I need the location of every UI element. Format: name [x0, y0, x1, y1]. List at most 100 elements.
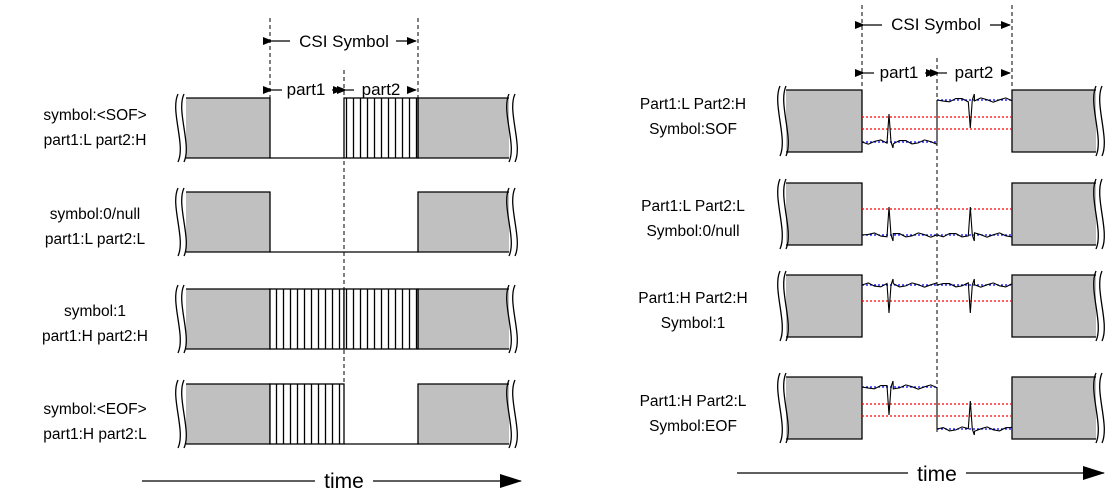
- left-row4-block-after: [417, 383, 513, 445]
- left-row2-parts-label: part1:L part2:L: [45, 231, 146, 248]
- right-row2-break-left-a: [777, 178, 783, 250]
- right-row4-break-mask-l: [776, 375, 786, 441]
- left-row2-break-left-b: [181, 187, 187, 257]
- right-row4-block-before: [780, 376, 863, 440]
- right-row1-part1-signal: [861, 113, 938, 149]
- left-panel: CSI Symbol part1 part2 symbol:<SOF> part…: [42, 18, 522, 491]
- right-row3-break-mask-l: [776, 273, 786, 339]
- left-row4-break-left-a: [175, 379, 181, 449]
- right-row1-block-after: [1011, 89, 1100, 153]
- left-row3-block-before: [178, 288, 271, 350]
- left-row3-part1-high: [269, 288, 345, 350]
- right-row3-break-mask-r: [1096, 273, 1106, 339]
- left-row1-break-right-a: [506, 93, 512, 163]
- left-time-label: time: [324, 470, 364, 491]
- left-row2-symbol-label: symbol:0/null: [50, 206, 140, 223]
- right-row1-break-left-b: [783, 85, 789, 157]
- left-row2-break-right-b: [512, 187, 518, 257]
- left-row3-break-left-a: [175, 284, 181, 354]
- left-row4-break-left-b: [181, 379, 187, 449]
- left-row1-break-left-a: [175, 93, 181, 163]
- right-row2-break-left-b: [783, 178, 789, 250]
- right-row3-part1-signal: [861, 278, 938, 314]
- left-row3-part2-high: [343, 288, 419, 350]
- right-panel: CSI Symbol part1 part2 Part1:L Part2:H S…: [638, 5, 1106, 486]
- right-row2-symbol-label: Symbol:0/null: [646, 223, 739, 240]
- left-row3-break-right-b: [512, 284, 518, 354]
- left-row3-break-mask-r: [509, 287, 519, 351]
- right-row1-break-mask-r: [1096, 88, 1106, 154]
- right-row4-symbol-label: Symbol:EOF: [649, 418, 737, 435]
- left-row1-block-after: [417, 97, 513, 159]
- left-csi-symbol-label: CSI Symbol: [299, 32, 389, 51]
- right-row2-parts-label: Part1:L Part2:L: [641, 198, 745, 215]
- right-row1-break-left-a: [777, 85, 783, 157]
- left-row4-block-before: [178, 383, 271, 445]
- left-row4-break-mask-l: [176, 382, 186, 446]
- right-row1-symbol-label: Symbol:SOF: [649, 121, 737, 138]
- left-row3-symbol-label: symbol:1: [64, 303, 126, 320]
- left-part1-label: part1: [287, 80, 326, 99]
- left-row2-break-right-a: [506, 187, 512, 257]
- right-row4-break-mask-r: [1096, 375, 1106, 441]
- left-row4-parts-label: part1:H part2:L: [43, 426, 147, 443]
- left-row1-break-left-b: [181, 93, 187, 163]
- left-row2-break-mask-l: [176, 190, 186, 254]
- left-row1-symbol-label: symbol:<SOF>: [43, 107, 146, 124]
- left-part2-label: part2: [362, 80, 401, 99]
- left-row2-block-before: [178, 191, 271, 253]
- left-row4-break-right-b: [512, 379, 518, 449]
- left-row1-break-mask-r: [509, 96, 519, 160]
- right-csi-symbol-label: CSI Symbol: [891, 15, 981, 34]
- left-row3-break-left-b: [181, 284, 187, 354]
- right-row4-part1-signal: [861, 380, 938, 416]
- right-row4-part2-signal: [936, 400, 1013, 436]
- left-row4-symbol-label: symbol:<EOF>: [43, 401, 146, 418]
- right-row3-parts-label: Part1:H Part2:H: [638, 290, 747, 307]
- right-row2-block-before: [780, 182, 863, 246]
- left-row1-block-before: [178, 97, 271, 159]
- left-row2-break-mask-r: [509, 190, 519, 254]
- right-row4-parts-label: Part1:H Part2:L: [640, 393, 747, 410]
- left-row4-break-mask-r: [509, 382, 519, 446]
- right-part2-label: part2: [955, 63, 994, 82]
- right-row3-symbol-label: Symbol:1: [661, 315, 726, 332]
- right-time-label: time: [917, 463, 957, 486]
- right-row3-part2-signal: [936, 278, 1013, 314]
- left-row2-break-left-a: [175, 187, 181, 257]
- right-timing-structure: [776, 5, 1106, 444]
- right-row1-parts-label: Part1:L Part2:H: [640, 96, 746, 113]
- left-row4-break-right-a: [506, 379, 512, 449]
- right-row4-break-right-a: [1093, 372, 1099, 444]
- left-row3-block-after: [417, 288, 513, 350]
- right-row1-part2-signal: [936, 93, 1013, 129]
- left-row2-block-after: [417, 191, 513, 253]
- left-row4-part1-high: [269, 383, 345, 445]
- right-row3-block-before: [780, 274, 863, 338]
- right-row1-break-mask-l: [776, 88, 786, 154]
- right-row1-break-right-b: [1099, 85, 1105, 157]
- right-row3-block-after: [1011, 274, 1100, 338]
- right-row3-break-right-a: [1093, 270, 1099, 342]
- left-row1-break-right-b: [512, 93, 518, 163]
- right-row4-break-right-b: [1099, 372, 1105, 444]
- left-row3-break-mask-l: [176, 287, 186, 351]
- right-row1-break-right-a: [1093, 85, 1099, 157]
- right-row2-block-after: [1011, 182, 1100, 246]
- right-row4-break-left-a: [777, 372, 783, 444]
- left-row3-break-right-a: [506, 284, 512, 354]
- right-row2-break-right-a: [1093, 178, 1099, 250]
- right-row4-block-after: [1011, 376, 1100, 440]
- right-row2-part1-signal: [861, 206, 938, 242]
- left-row3-parts-label: part1:H part2:H: [42, 328, 148, 345]
- right-part1-label: part1: [880, 63, 919, 82]
- right-row2-break-right-b: [1099, 178, 1105, 250]
- left-row1-break-mask-l: [176, 96, 186, 160]
- left-row1-parts-label: part1:L part2:H: [44, 132, 147, 149]
- left-timing-structure: [175, 18, 519, 449]
- right-row3-break-right-b: [1099, 270, 1105, 342]
- left-row1-part2-high: [343, 97, 419, 159]
- right-row2-part2-signal: [936, 206, 1013, 242]
